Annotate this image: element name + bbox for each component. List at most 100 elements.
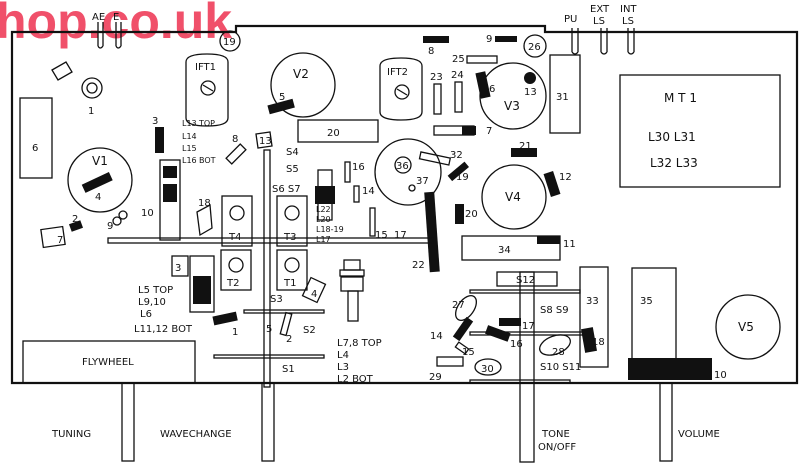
svg-text:L16: L16: [182, 156, 197, 165]
component-6: [19, 97, 53, 179]
svg-text:ON/OFF: ON/OFF: [538, 442, 576, 453]
svg-text:13: 13: [259, 136, 272, 147]
label-6: 6: [32, 143, 38, 154]
wavechange-spindle-inner: [263, 149, 271, 388]
svg-text:7: 7: [57, 235, 63, 246]
valve-v2: V2: [270, 52, 336, 118]
component-1-resistor: [212, 311, 238, 326]
component-13: [255, 131, 273, 149]
svg-text:18: 18: [198, 198, 211, 209]
svg-text:S3: S3: [270, 294, 283, 305]
svg-text:14: 14: [362, 186, 375, 197]
svg-text:1: 1: [232, 327, 238, 338]
component-20-resistor: [455, 204, 464, 224]
svg-text:V5: V5: [738, 320, 754, 334]
flywheel-label: FLYWHEEL: [82, 357, 134, 368]
svg-text:17: 17: [522, 321, 535, 332]
coil-l13-l16: L13 TOP L14 L15 L16 BOT: [159, 119, 216, 241]
svg-text:T2: T2: [226, 278, 239, 289]
svg-text:L13: L13: [182, 119, 197, 128]
svg-text:35: 35: [640, 296, 653, 307]
svg-text:34: 34: [498, 245, 511, 256]
svg-text:LS: LS: [622, 16, 634, 27]
valve-v5: V5: [715, 294, 781, 360]
svg-text:V2: V2: [293, 67, 309, 81]
svg-text:16: 16: [510, 339, 523, 350]
component-1-trimmer: [51, 61, 73, 81]
svg-text:29: 29: [429, 372, 442, 383]
aerial-terminals: AE E PU EXT LS INT LS: [92, 4, 637, 55]
volume-shaft: [659, 382, 673, 462]
svg-text:27: 27: [452, 300, 465, 311]
svg-text:15: 15: [375, 230, 388, 241]
svg-text:LS: LS: [593, 16, 605, 27]
svg-text:4: 4: [95, 192, 101, 203]
svg-text:12: 12: [559, 172, 572, 183]
svg-text:32: 32: [450, 150, 463, 161]
svg-text:9: 9: [486, 34, 492, 45]
svg-text:30: 30: [481, 364, 494, 375]
svg-text:S5: S5: [286, 164, 299, 175]
component-22-resistor: [424, 191, 440, 273]
svg-text:T1: T1: [283, 278, 296, 289]
svg-text:19: 19: [223, 37, 236, 48]
svg-text:L5 TOP: L5 TOP: [138, 285, 173, 296]
svg-text:IFT2: IFT2: [387, 67, 408, 78]
svg-text:7: 7: [486, 126, 492, 137]
wavechange-shaft: [261, 382, 275, 462]
svg-text:31: 31: [556, 92, 569, 103]
coil-l5-l12: L5 TOP L9,10 L6 L11,12 BOT: [134, 255, 215, 335]
svg-text:V3: V3: [504, 99, 520, 113]
component-24: [454, 81, 463, 113]
component-9-resistor: [495, 36, 517, 42]
component-18: [196, 203, 213, 237]
component-27: [454, 294, 478, 322]
component-5-resistor: [267, 98, 295, 115]
switch-s1-wafer: [213, 354, 325, 359]
svg-text:28: 28: [552, 347, 565, 358]
volume-label: VOLUME: [678, 429, 720, 440]
tone-label: TONE: [541, 429, 570, 440]
svg-text:15: 15: [462, 347, 475, 358]
valve-v3: V3 6 13: [475, 62, 547, 130]
svg-text:S6 S7: S6 S7: [272, 184, 301, 195]
svg-text:E: E: [113, 12, 119, 23]
svg-text:INT: INT: [620, 4, 637, 15]
component-20-capacitor: [297, 119, 379, 143]
coil-t2: T2: [220, 249, 252, 291]
tuning-shaft: [121, 382, 135, 462]
svg-text:L22: L22: [316, 205, 331, 214]
component-28: [539, 334, 571, 356]
svg-text:AE: AE: [92, 12, 105, 23]
component-26: [523, 34, 547, 58]
component-19-resistor: [447, 161, 469, 182]
mains-transformer-mt1: M T 1 L30 L31 L32 L33: [619, 74, 781, 188]
svg-text:10: 10: [714, 370, 727, 381]
svg-text:20: 20: [327, 128, 340, 139]
svg-text:S4: S4: [286, 147, 299, 158]
component-12-resistor: [543, 171, 561, 197]
component-3-trimmer: [171, 255, 189, 277]
svg-text:S2: S2: [303, 325, 316, 336]
svg-text:17: 17: [394, 230, 407, 241]
component-25: [466, 55, 498, 64]
wavechange-label: WAVECHANGE: [160, 429, 232, 440]
component-35-volume-pot: [631, 267, 677, 364]
component-4-trimmer: [301, 276, 327, 304]
svg-text:36: 36: [396, 161, 409, 172]
svg-text:BOT: BOT: [199, 156, 216, 165]
coil-l2-l8: L7,8 TOP L4 L3 L2 BOT: [337, 259, 382, 385]
component-8-trimmer: [225, 143, 247, 165]
coil-t1: T1: [276, 249, 308, 291]
tuning-label: TUNING: [51, 429, 91, 440]
component-10-block: [628, 358, 712, 380]
svg-text:18: 18: [592, 337, 605, 348]
svg-text:24: 24: [451, 70, 464, 81]
svg-text:19: 19: [456, 172, 469, 183]
component-31: [549, 54, 581, 134]
component-23: [433, 83, 442, 115]
svg-text:2: 2: [72, 214, 78, 225]
svg-text:L6: L6: [140, 309, 152, 320]
svg-text:IFT1: IFT1: [195, 62, 216, 73]
svg-text:23: 23: [430, 72, 443, 83]
